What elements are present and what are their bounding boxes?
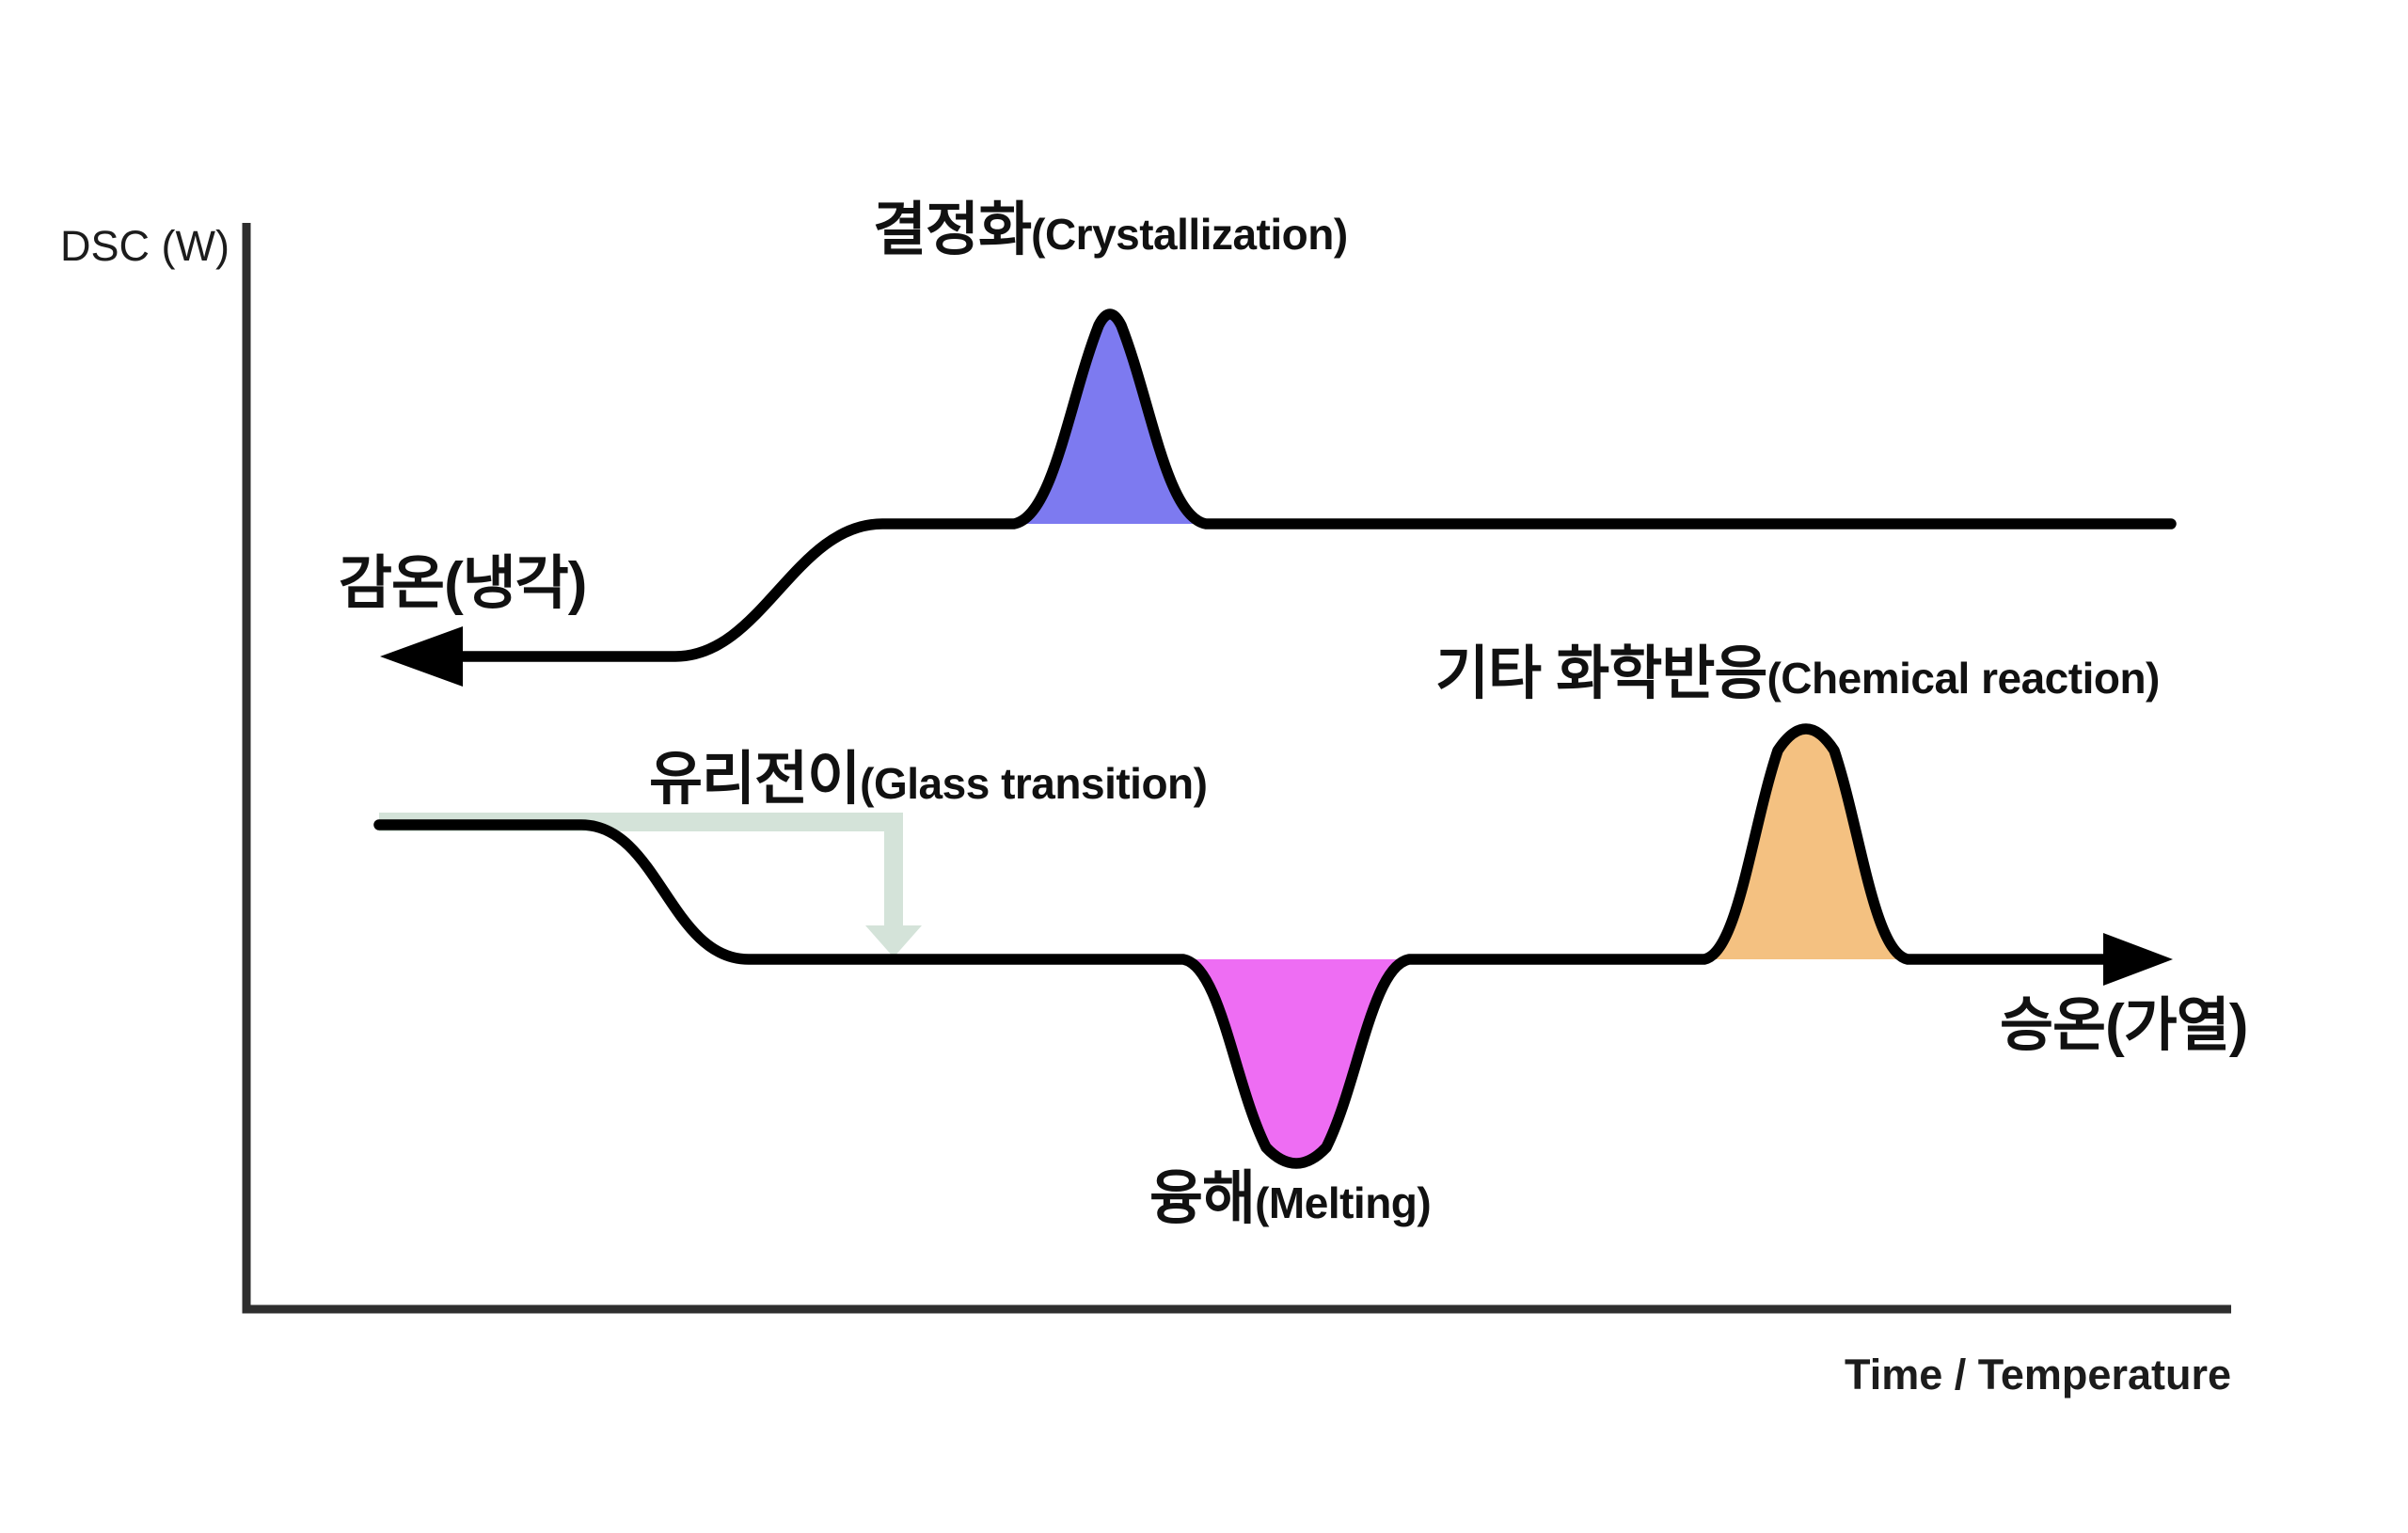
crystallization-label: 결정화(Crystallization) [873, 199, 1348, 261]
melting-label: 융해(Melting) [1149, 1166, 1432, 1231]
cooling-direction-label: 감온(냉각) [339, 551, 587, 616]
melting-valley-fill [1183, 959, 1409, 1163]
chemical-reaction-label-ko: 기타 화학반응 [1435, 641, 1767, 706]
crystallization-label-en: (Crystallization) [1031, 210, 1348, 259]
heating-direction-label: 승온(가열) [2000, 993, 2248, 1058]
crystallization-label-ko: 결정화 [873, 198, 1032, 262]
melting-label-en: (Melting) [1255, 1178, 1432, 1227]
glass-transition-label: 유리전이(Glass transition) [649, 747, 1208, 812]
heating-arrowhead-icon [2103, 933, 2173, 986]
axes-lines [242, 223, 2231, 1314]
cooling-direction-label-ko: 감온(냉각) [339, 551, 587, 616]
heating-curve [373, 723, 2118, 1169]
glass-transition-arrow-icon [379, 813, 922, 957]
cooling-arrowhead-icon [380, 626, 463, 687]
x-axis-label: Time / Temperature [1845, 1351, 2231, 1399]
cooling-curve [449, 308, 2177, 662]
glass-transition-label-en: (Glass transition) [860, 759, 1208, 808]
crystallization-peak-fill [1014, 314, 1206, 524]
heating-direction-label-ko: 승온(가열) [2000, 993, 2248, 1058]
chemical-reaction-label: 기타 화학반응(Chemical reaction) [1435, 643, 2160, 704]
melting-label-ko: 융해 [1149, 1166, 1256, 1231]
y-axis-label: DSC (W) [60, 222, 230, 270]
chemical-reaction-peak-fill [1704, 729, 1908, 959]
chemical-reaction-label-en: (Chemical reaction) [1766, 654, 2160, 703]
glass-transition-label-ko: 유리전이 [649, 747, 861, 812]
